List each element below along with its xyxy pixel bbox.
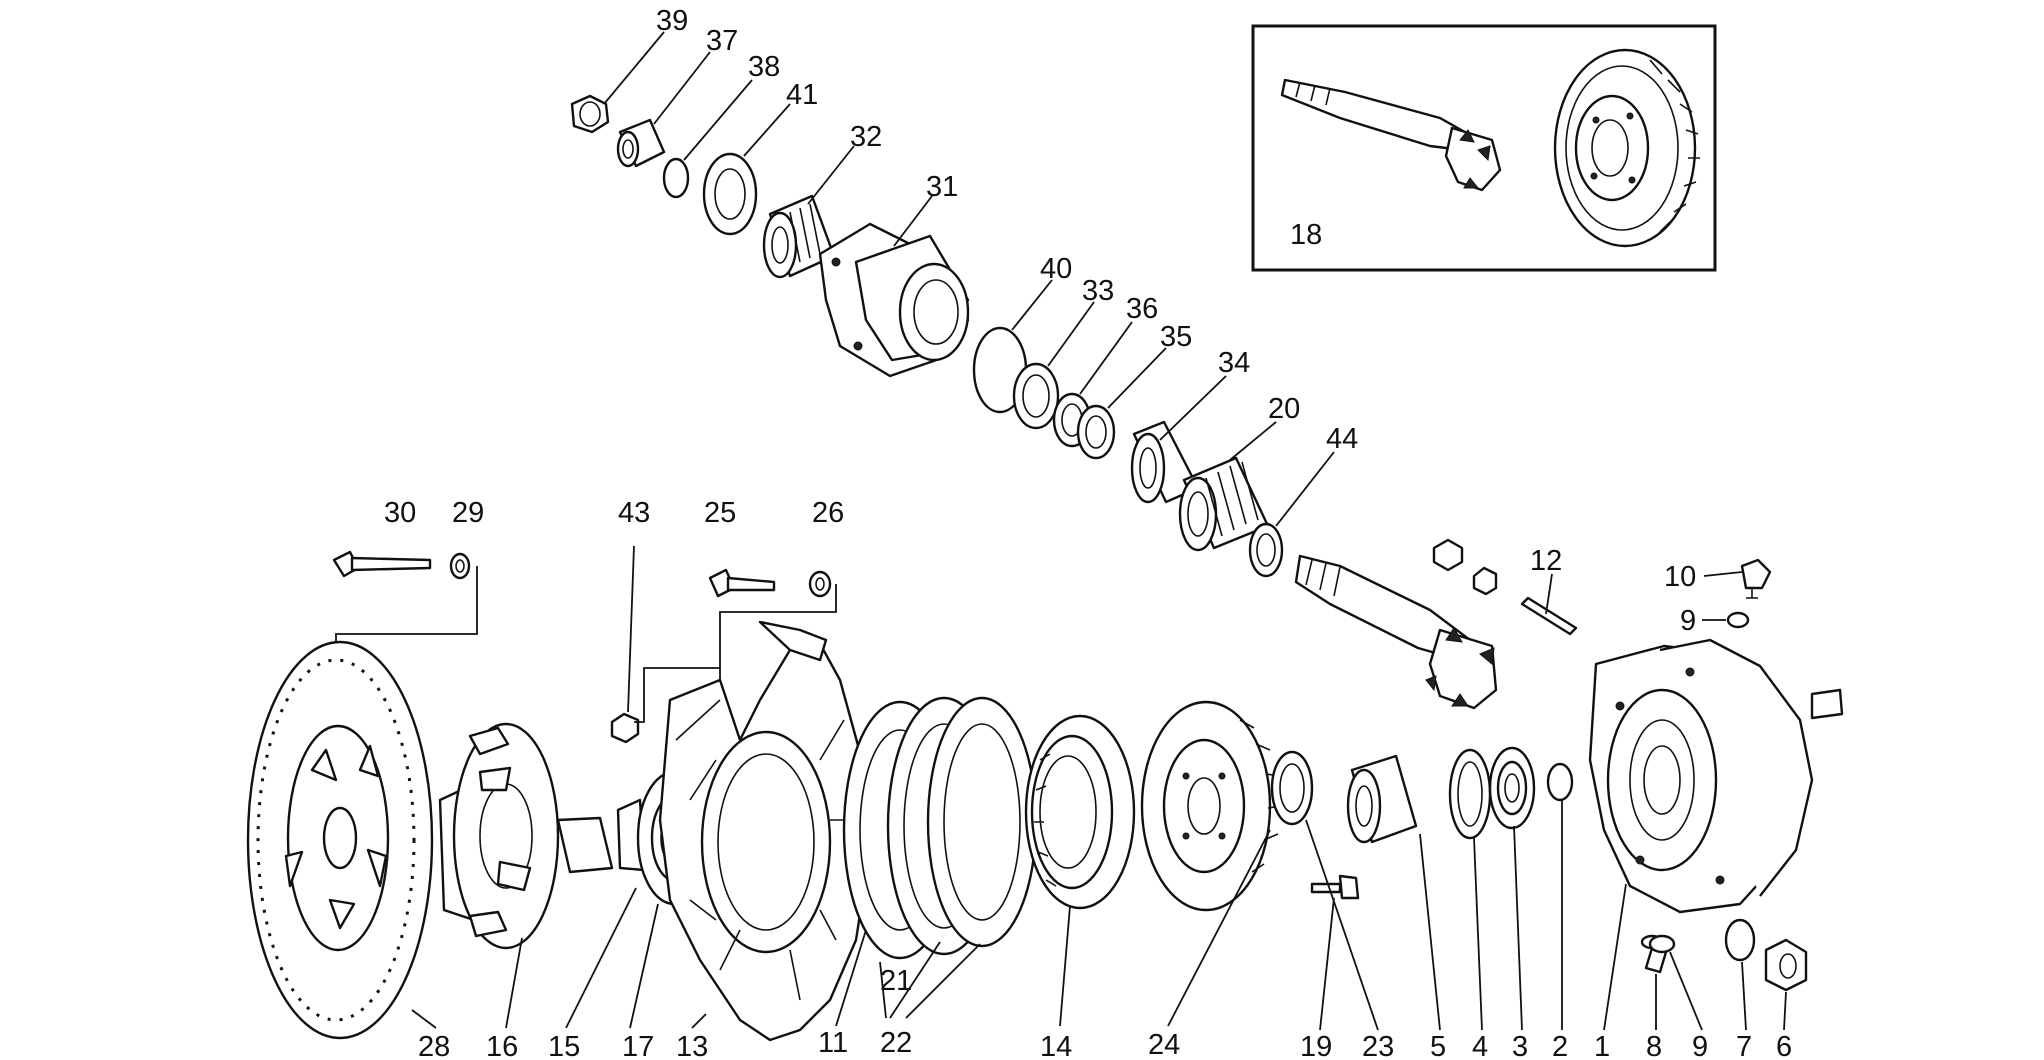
label-40: 40: [1040, 253, 1072, 285]
inset-box: 18: [1251, 24, 1717, 272]
carrier-16: [438, 722, 614, 950]
label-16: 16: [486, 1031, 518, 1060]
label-8: 8: [1646, 1031, 1662, 1060]
washer-9-bottom: [1648, 934, 1676, 954]
housing-1: [1588, 638, 1844, 914]
label-33: 33: [1082, 275, 1114, 307]
plug-10: [1740, 558, 1772, 599]
label-24: 24: [1148, 1029, 1180, 1060]
bushing-37: [616, 118, 666, 168]
label-37: 37: [706, 25, 738, 57]
label-12: 12: [1530, 545, 1562, 577]
inset-frame: [1251, 24, 1717, 272]
label-21: 21: [880, 965, 912, 997]
nut-26: [808, 570, 832, 598]
bolt-19: [1310, 874, 1360, 900]
brake-disc-28: [246, 640, 434, 1040]
label-9-bottom: 9: [1692, 1031, 1708, 1060]
label-15: 15: [548, 1031, 580, 1060]
label-11: 11: [818, 1027, 848, 1059]
shims-22: [886, 696, 1038, 956]
label-9-top: 9: [1680, 605, 1696, 637]
bearing-5: [1346, 754, 1418, 844]
label-20: 20: [1268, 393, 1300, 425]
bracket-43: [634, 667, 720, 723]
label-22: 22: [880, 1027, 912, 1059]
washer-9-top: [1726, 611, 1750, 629]
label-19: 19: [1300, 1031, 1332, 1060]
ring-38: [662, 157, 690, 199]
ring-4: [1448, 748, 1492, 840]
spacer-34: [1130, 420, 1200, 504]
label-6: 6: [1776, 1031, 1792, 1060]
label-39: 39: [656, 5, 688, 37]
leader-lines: [411, 31, 1787, 1031]
label-36: 36: [1126, 293, 1158, 325]
label-34: 34: [1218, 347, 1250, 379]
washer-44: [1248, 522, 1284, 578]
label-44: 44: [1326, 423, 1358, 455]
label-30: 30: [384, 497, 416, 529]
label-3: 3: [1512, 1031, 1528, 1060]
label-26: 26: [812, 497, 844, 529]
label-1: 1: [1594, 1031, 1610, 1060]
nut-43: [610, 712, 640, 744]
label-32: 32: [850, 121, 882, 153]
label-41: 41: [786, 79, 818, 111]
part-labels: 39 37 38 41 32 31 40 33 36 35 34 20 44 1…: [384, 5, 1792, 1060]
inset-crown-gear: [1553, 48, 1700, 248]
label-38: 38: [748, 51, 780, 83]
crown-gear-24: [1140, 700, 1283, 912]
bolt-25: [708, 568, 776, 598]
seal-3: [1488, 746, 1536, 830]
label-35: 35: [1160, 321, 1192, 353]
label-43: 43: [618, 497, 650, 529]
label-17: 17: [622, 1031, 654, 1060]
bolt-30: [332, 550, 432, 578]
label-7: 7: [1736, 1031, 1752, 1060]
nut-39: [570, 94, 610, 134]
label-28: 28: [418, 1031, 450, 1060]
washer-33: [1012, 362, 1060, 430]
label-31: 31: [926, 171, 958, 203]
ring-7: [1724, 918, 1756, 962]
bearing-32: [762, 194, 836, 279]
housing-31: [818, 222, 970, 378]
ring-2: [1546, 762, 1574, 802]
pinion-shaft: [1294, 554, 1498, 710]
label-23: 23: [1362, 1031, 1394, 1060]
plug-6: [1764, 938, 1808, 992]
label-18: 18: [1290, 219, 1322, 251]
bracket-25-26: [719, 584, 837, 700]
label-4: 4: [1472, 1031, 1488, 1060]
label-2: 2: [1552, 1031, 1568, 1060]
washer-29: [449, 552, 471, 580]
carrier-plate-13: [658, 620, 872, 1042]
ring-23: [1270, 750, 1314, 826]
seal-41: [702, 152, 758, 236]
label-14: 14: [1040, 1031, 1072, 1060]
nut-washer-small: [1432, 538, 1498, 596]
label-29: 29: [452, 497, 484, 529]
label-5: 5: [1430, 1031, 1446, 1060]
pin-12: [1520, 596, 1578, 636]
label-25: 25: [704, 497, 736, 529]
label-13: 13: [676, 1031, 708, 1060]
bearing-14: [1024, 714, 1136, 910]
washers-36-35: [1052, 392, 1116, 460]
inset-pinion-shaft: [1280, 78, 1502, 192]
label-10: 10: [1664, 561, 1696, 593]
